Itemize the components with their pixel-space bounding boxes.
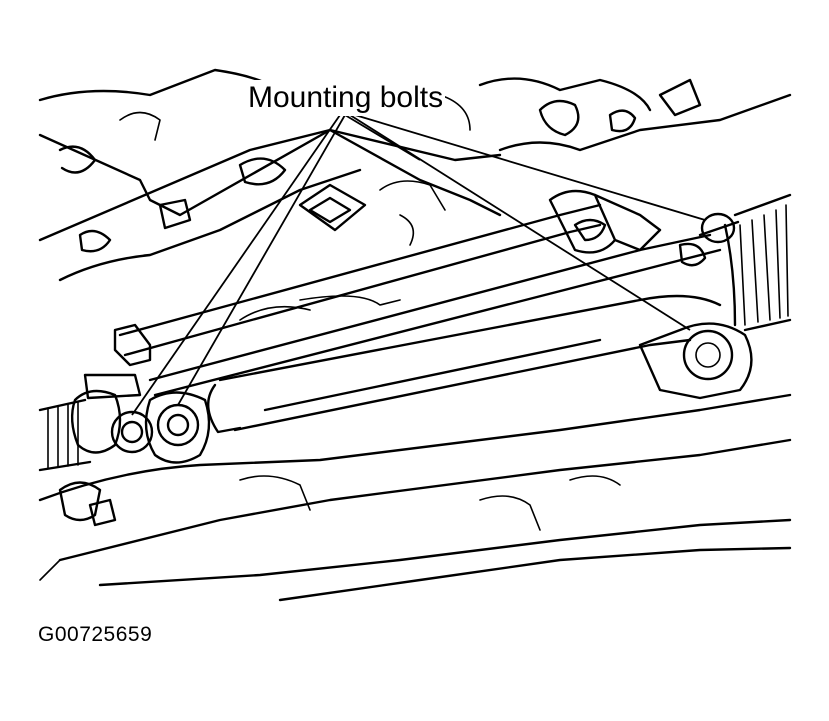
mounting-bolt-rear-upper: [698, 212, 740, 244]
mounting-bolt-rear-lower: [638, 322, 753, 400]
mounting-bolts-label: Mounting bolts: [246, 80, 446, 116]
front-mount-bracket: [58, 373, 211, 527]
callout-leader-lines: [131, 114, 706, 416]
mounting-bolt-front-2: [156, 403, 200, 447]
figure-id: G00725659: [38, 623, 153, 646]
engine-bracket: [38, 128, 502, 282]
right-bellows-boot: [723, 193, 792, 332]
tie-rod: [113, 203, 722, 397]
rear-clamp-bracket: [548, 189, 707, 267]
lower-subframe: [38, 393, 792, 602]
left-bellows-boot: [38, 398, 92, 472]
mounting-bolt-front-1: [110, 410, 154, 454]
upper-crossmember: [38, 68, 792, 217]
